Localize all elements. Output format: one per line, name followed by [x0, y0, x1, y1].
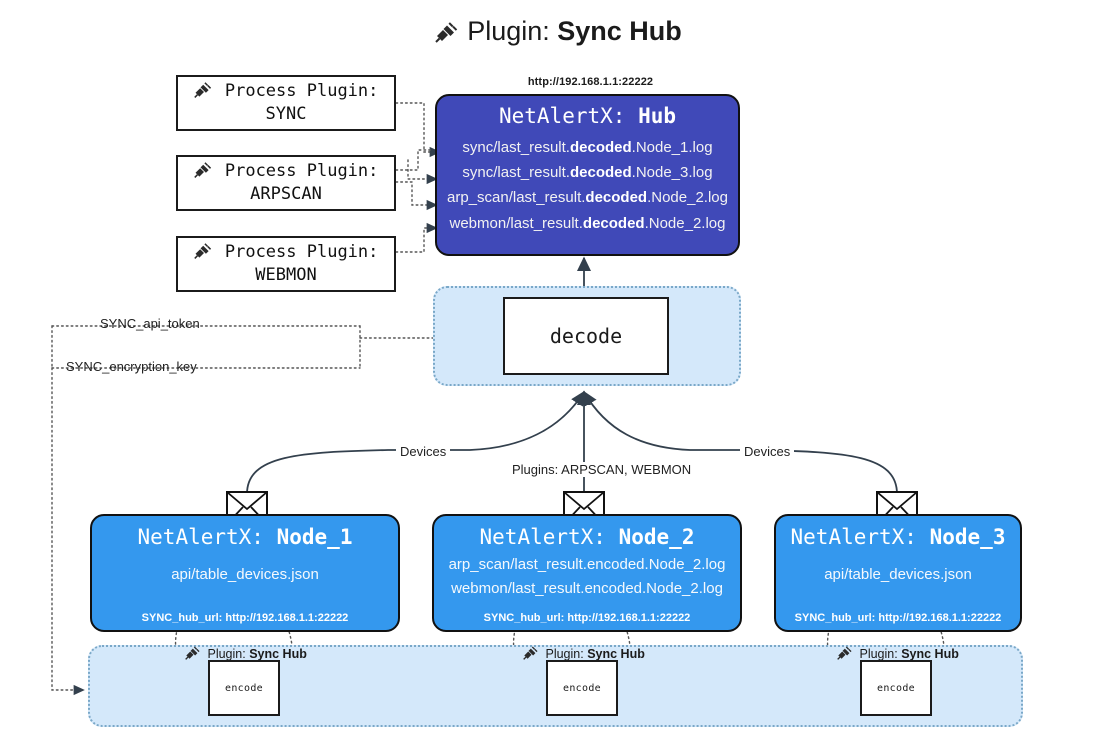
node-title: NetAlertX: Node_1 — [92, 525, 398, 549]
plugin-tag-prefix: Plugin: — [545, 647, 584, 661]
page-title: Plugin: Sync Hub — [0, 16, 1117, 51]
node-hub-url-label: SYNC_hub_url: http://192.168.1.1:22222 — [141, 612, 349, 624]
log-pre: sync/last_result. — [462, 139, 570, 156]
process-plugin-name: SYNC — [265, 103, 307, 124]
log-post: .Node_2.log — [644, 214, 726, 232]
plugin-tag-prefix: Plugin: — [859, 647, 898, 661]
node-resource-line: webmon/last_result.encoded.Node_2.log — [451, 580, 723, 597]
log-pre: sync/last_result. — [462, 164, 570, 182]
process-plugin-line1-wrap: Process Plugin: — [193, 241, 379, 266]
plug-icon — [185, 646, 205, 664]
encode-box-3[interactable]: encode — [860, 660, 932, 716]
node-hub-url-label: SYNC_hub_url: http://192.168.1.1:22222 — [483, 612, 691, 624]
node-resource-line: api/table_devices.json — [171, 566, 319, 583]
node-title-name: Node_1 — [276, 525, 353, 549]
edge-label-api-token: SYNC_api_token — [100, 316, 200, 331]
edge-label-devices-left: Devices — [396, 444, 451, 459]
title-prefix: Plugin: — [467, 16, 550, 46]
hub-log-line: webmon/last_result.decoded.Node_2.log — [437, 211, 738, 236]
plugin-tag-3: Plugin: Sync Hub — [837, 646, 959, 664]
title-name: Sync Hub — [557, 16, 682, 46]
plug-icon — [523, 646, 543, 664]
edge-label-plugins-middle: Plugins: ARPSCAN, WEBMON — [508, 462, 696, 477]
log-strong: decoded — [569, 164, 632, 182]
node-title-prefix: NetAlertX: — [137, 525, 264, 549]
log-strong: decoded — [569, 139, 632, 156]
node-title: NetAlertX: Node_2 — [434, 525, 740, 549]
log-strong: decoded — [582, 214, 645, 232]
hub-url-label: http://192.168.1.1:22222 — [527, 76, 654, 88]
node-title-prefix: NetAlertX: — [790, 525, 917, 549]
process-plugin-name: ARPSCAN — [250, 183, 322, 204]
node-resource-line: arp_scan/last_result.encoded.Node_2.log — [448, 556, 726, 573]
log-post: .Node_3.log — [631, 164, 713, 182]
plugin-tag-1: Plugin: Sync Hub — [185, 646, 307, 664]
node-box-2[interactable]: NetAlertX: Node_2 arp_scan/last_result.e… — [432, 514, 742, 632]
plugin-tag-2: Plugin: Sync Hub — [523, 646, 645, 664]
node-title: NetAlertX: Node_3 — [776, 525, 1020, 549]
plug-icon — [193, 243, 224, 265]
plugin-tag-prefix: Plugin: — [207, 647, 246, 661]
plug-icon — [193, 82, 224, 104]
encode-box-1[interactable]: encode — [208, 660, 280, 716]
node-hub-url-label: SYNC_hub_url: http://192.168.1.1:22222 — [794, 612, 1002, 624]
process-plugin-line1-wrap: Process Plugin: — [193, 160, 379, 185]
plugin-tag-name: Sync Hub — [587, 647, 645, 661]
node-title-name: Node_2 — [618, 525, 695, 549]
log-post: .Node_1.log — [631, 139, 713, 156]
hub-box[interactable]: NetAlertX: Hub sync/last_result.decoded.… — [435, 94, 740, 256]
plugin-tag-name: Sync Hub — [249, 647, 307, 661]
decode-box[interactable]: decode — [503, 297, 669, 375]
log-strong: decoded — [585, 189, 648, 207]
log-pre: arp_scan/last_result. — [447, 189, 586, 207]
process-plugin-box-webmon[interactable]: Process Plugin: WEBMON — [176, 236, 396, 292]
edge-label-devices-right: Devices — [740, 444, 795, 459]
node-resource-line: api/table_devices.json — [824, 566, 972, 583]
plugin-tag-name: Sync Hub — [901, 647, 959, 661]
encode-box-2[interactable]: encode — [546, 660, 618, 716]
log-post: .Node_2.log — [647, 189, 728, 207]
log-pre: webmon/last_result. — [449, 214, 583, 232]
process-plugin-name: WEBMON — [255, 264, 317, 285]
node-title-name: Node_3 — [929, 525, 1006, 549]
process-plugin-box-arpscan[interactable]: Process Plugin: ARPSCAN — [176, 155, 396, 211]
process-plugin-label: Process Plugin: — [224, 80, 379, 101]
process-plugin-label: Process Plugin: — [224, 160, 379, 181]
process-plugin-label: Process Plugin: — [224, 241, 379, 262]
hub-log-line: sync/last_result.decoded.Node_1.log — [437, 135, 738, 160]
hub-title-name: Hub — [638, 104, 677, 128]
node-title-prefix: NetAlertX: — [479, 525, 606, 549]
node-box-3[interactable]: NetAlertX: Node_3 api/table_devices.json… — [774, 514, 1022, 632]
process-plugin-box-sync[interactable]: Process Plugin: SYNC — [176, 75, 396, 131]
process-plugin-line1-wrap: Process Plugin: — [193, 80, 379, 105]
hub-title: NetAlertX: Hub — [437, 104, 738, 128]
edge-label-encryption-key: SYNC_encryption_key — [66, 359, 197, 374]
plug-icon — [193, 162, 224, 184]
plug-icon — [435, 20, 461, 51]
plug-icon — [837, 646, 857, 664]
hub-log-line: arp_scan/last_result.decoded.Node_2.log — [437, 185, 738, 210]
hub-title-prefix: NetAlertX: — [498, 104, 626, 128]
node-box-1[interactable]: NetAlertX: Node_1 api/table_devices.json… — [90, 514, 400, 632]
hub-log-line: sync/last_result.decoded.Node_3.log — [437, 160, 738, 185]
